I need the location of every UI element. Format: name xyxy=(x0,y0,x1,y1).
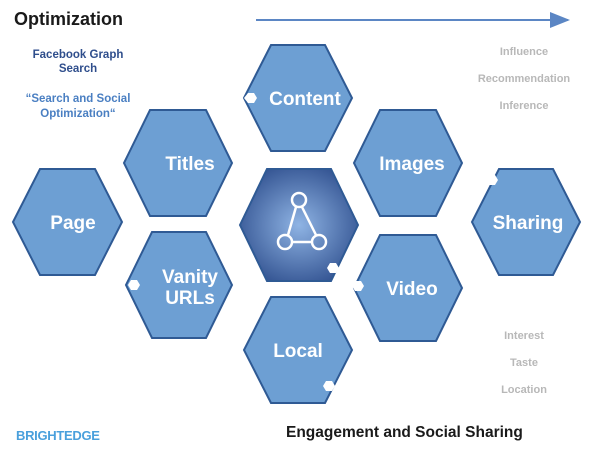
right-top-term-list: Influence Recommendation Inference xyxy=(462,46,586,127)
hex-label-local: Local xyxy=(273,341,323,362)
search-social-optimization-quote: “Search and Social Optimization“ xyxy=(25,93,131,120)
hex-label-video: Video xyxy=(386,279,437,300)
hex-label-titles: Titles xyxy=(165,154,214,175)
hex-label-images: Images xyxy=(379,154,444,175)
hex-corner-dot xyxy=(101,262,113,272)
hex-titles: Titles xyxy=(122,109,234,217)
hex-corner-dot xyxy=(327,263,339,273)
hex-label-page: Page xyxy=(50,213,95,234)
hex-center xyxy=(238,168,360,282)
right-bottom-term-list: Interest Taste Location xyxy=(462,330,586,411)
hex-sharing: Sharing xyxy=(470,168,582,276)
term-interest: Interest xyxy=(504,330,544,342)
facebook-graph-search-label: Facebook Graph Search xyxy=(32,49,124,75)
hex-corner-dot xyxy=(128,280,140,290)
term-recommendation: Recommendation xyxy=(477,73,571,85)
hex-label-vanity-line2: URLs xyxy=(165,288,215,309)
hex-corner-dot xyxy=(323,381,335,391)
term-inference: Inference xyxy=(499,100,549,112)
hex-corner-dot xyxy=(463,158,475,168)
hex-video: Video xyxy=(352,234,464,342)
hex-corner-dot xyxy=(486,175,498,185)
term-location: Location xyxy=(501,384,547,396)
hex-page: Page xyxy=(11,168,124,276)
term-influence: Influence xyxy=(499,46,549,58)
hex-vanity-urls: Vanity URLs xyxy=(124,231,234,339)
graph-nodes-icon xyxy=(276,191,328,251)
hex-content: Content xyxy=(242,44,354,152)
footer-caption: Engagement and Social Sharing xyxy=(286,424,523,441)
hex-images: Images xyxy=(352,109,475,217)
hex-corner-dot xyxy=(244,93,257,103)
hex-label-content: Content xyxy=(269,89,341,110)
brightedge-logo: BRIGHTEDGE xyxy=(16,428,100,443)
hex-local: Local xyxy=(242,296,354,404)
hex-label-sharing: Sharing xyxy=(493,213,564,234)
page-title: Optimization xyxy=(14,9,123,29)
hex-label-vanity-line1: Vanity xyxy=(162,267,218,288)
term-taste: Taste xyxy=(510,357,538,369)
hex-corner-dot xyxy=(352,281,364,291)
hex-corner-dot xyxy=(216,112,228,122)
